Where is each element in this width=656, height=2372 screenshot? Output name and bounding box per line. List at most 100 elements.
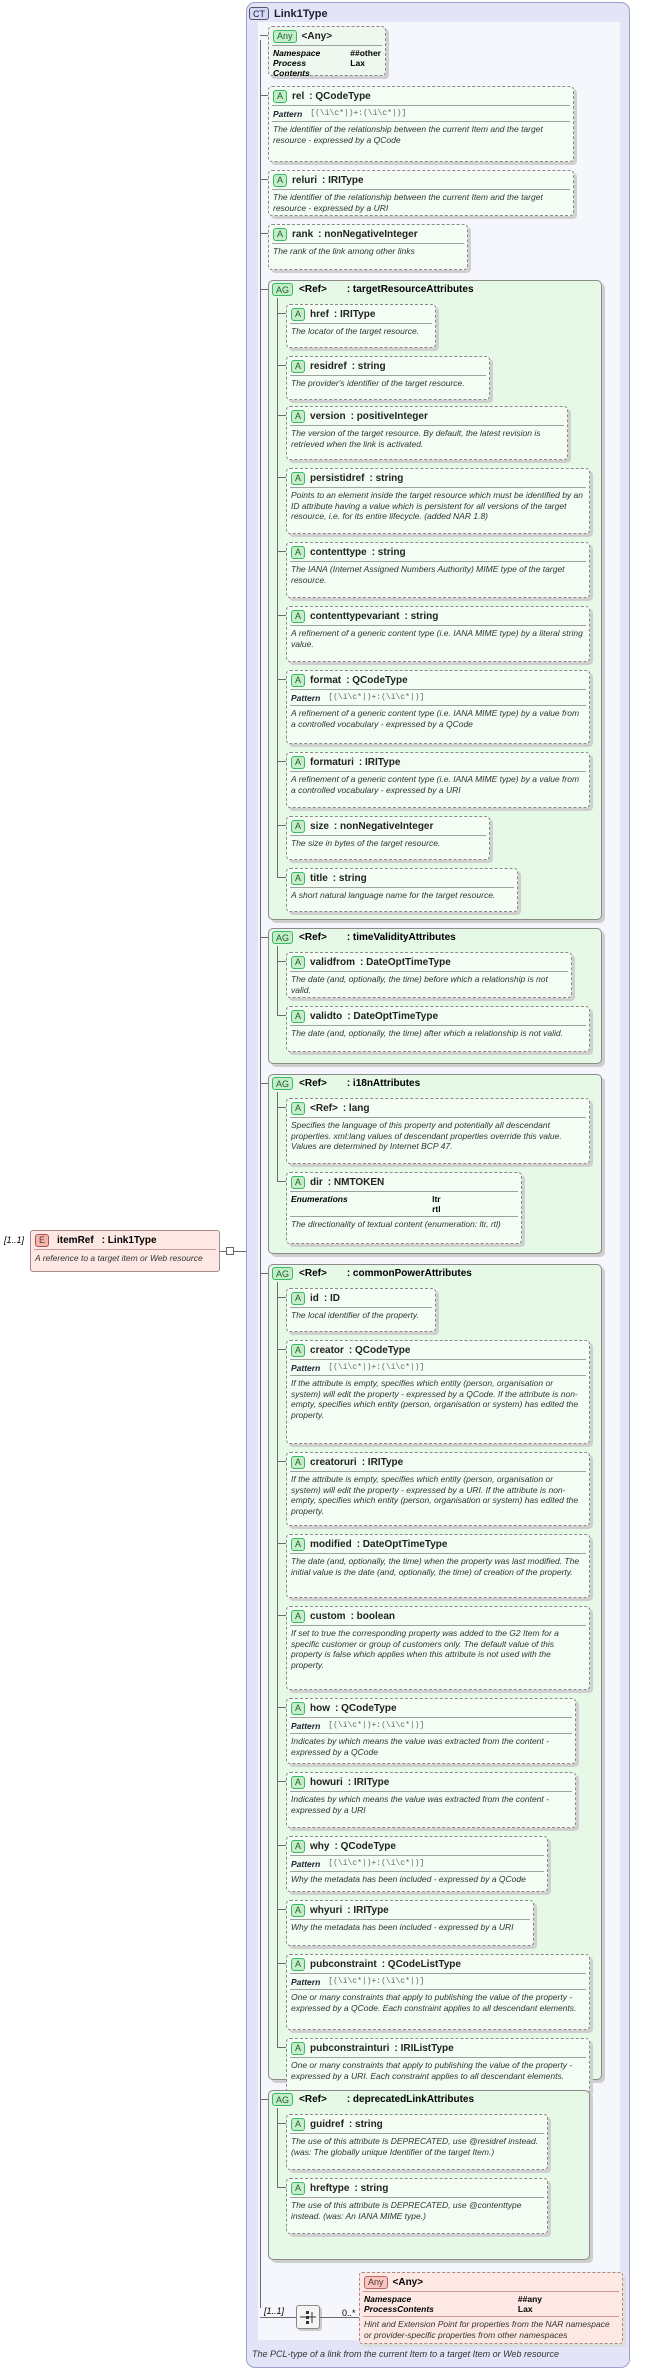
divider <box>290 1191 518 1192</box>
attribute-pattern: Pattern[(\i\c*|)+:(\i\c*|)] <box>287 690 589 705</box>
attribute-name: whyuri <box>310 1904 343 1916</box>
group-name: : commonPowerAttributes <box>346 1268 472 1279</box>
group-badge: AG <box>272 283 294 296</box>
attribute-badge: A <box>291 1957 306 1971</box>
attribute-doc: Indicates by which means the value was e… <box>291 1794 549 1815</box>
divider <box>272 189 570 190</box>
attribute-group-header: AG<Ref>: commonPowerAttributes <box>272 1266 472 1281</box>
attribute-doc: The identifier of the relationship betwe… <box>273 124 543 145</box>
attribute-type: : QCodeType <box>309 90 371 102</box>
divider <box>290 1989 586 1990</box>
attribute-name: formaturi <box>310 756 354 768</box>
branch-line <box>260 179 268 180</box>
attribute-name: reluri <box>292 174 318 186</box>
attribute-doc: One or many constraints that apply to pu… <box>291 2060 573 2081</box>
branch-line <box>260 937 268 938</box>
process-label: Process Contents <box>273 58 310 78</box>
pattern-value: [(\i\c*|)+:(\i\c*|)] <box>328 1977 425 1986</box>
attribute-type: : IRIListType <box>394 2042 454 2054</box>
attribute-type: : QCodeType <box>335 1702 397 1714</box>
attribute-group-header: AG<Ref>: targetResourceAttributes <box>272 282 474 297</box>
element-itemref[interactable]: E itemRef : Link1Type A reference to a t… <box>30 1230 220 1272</box>
any-name: <Any> <box>301 30 333 42</box>
attribute-type: : IRIType <box>347 1776 390 1788</box>
attribute-pattern: Pattern[(\i\c*|)+:(\i\c*|)] <box>287 1718 575 1733</box>
branch-line <box>260 95 268 96</box>
pattern-value: [(\i\c*|)+:(\i\c*|)] <box>328 1363 425 1372</box>
element-doc: A reference to a target item or Web reso… <box>35 1253 203 1263</box>
divider <box>290 2057 586 2058</box>
any-bottom-name: <Any> <box>392 2276 424 2288</box>
attribute-name: hreftype <box>310 2182 350 2194</box>
branch-line <box>277 825 286 826</box>
divider <box>290 1855 544 1856</box>
any-bottom[interactable]: Any <Any> Namespace ##any ProcessContent… <box>359 2272 623 2344</box>
any-badge: Any <box>273 29 297 43</box>
divider <box>290 323 432 324</box>
attribute-badge: A <box>291 755 306 769</box>
attribute-doc: A refinement of a generic content type (… <box>291 774 580 795</box>
divider <box>290 1733 572 1734</box>
attribute-name: why <box>310 1840 330 1852</box>
group-name: : targetResourceAttributes <box>346 284 474 295</box>
attribute-pattern: Pattern[(\i\c*|)+:(\i\c*|)] <box>287 1856 547 1871</box>
attribute-type: : boolean <box>350 1610 396 1622</box>
attribute-name: creatoruri <box>310 1456 357 1468</box>
attribute-badge: A <box>291 1343 306 1357</box>
branch-line <box>277 679 286 680</box>
attribute-type: : IRIType <box>347 1904 389 1916</box>
attribute-group-header: AG<Ref>: i18nAttributes <box>272 1076 420 1091</box>
pattern-value: [(\i\c*|)+:(\i\c*|)] <box>328 693 425 702</box>
pattern-label: Pattern <box>291 1363 321 1373</box>
attribute-doc: If the attribute is empty, specifies whi… <box>291 1378 579 1420</box>
any-top[interactable]: Any <Any> Namespace ##other Process Cont… <box>268 26 386 78</box>
attribute-name: format <box>310 674 342 686</box>
attribute-type: : IRIType <box>322 174 364 186</box>
attribute-badge: A <box>291 1537 306 1551</box>
attribute-doc: Specifies the language of this property … <box>291 1120 562 1151</box>
attribute-badge: A <box>291 955 306 969</box>
group-ref: <Ref> <box>299 1268 327 1279</box>
divider <box>290 1871 544 1872</box>
sequence-compositor[interactable] <box>296 2305 320 2329</box>
divider <box>290 1973 586 1974</box>
